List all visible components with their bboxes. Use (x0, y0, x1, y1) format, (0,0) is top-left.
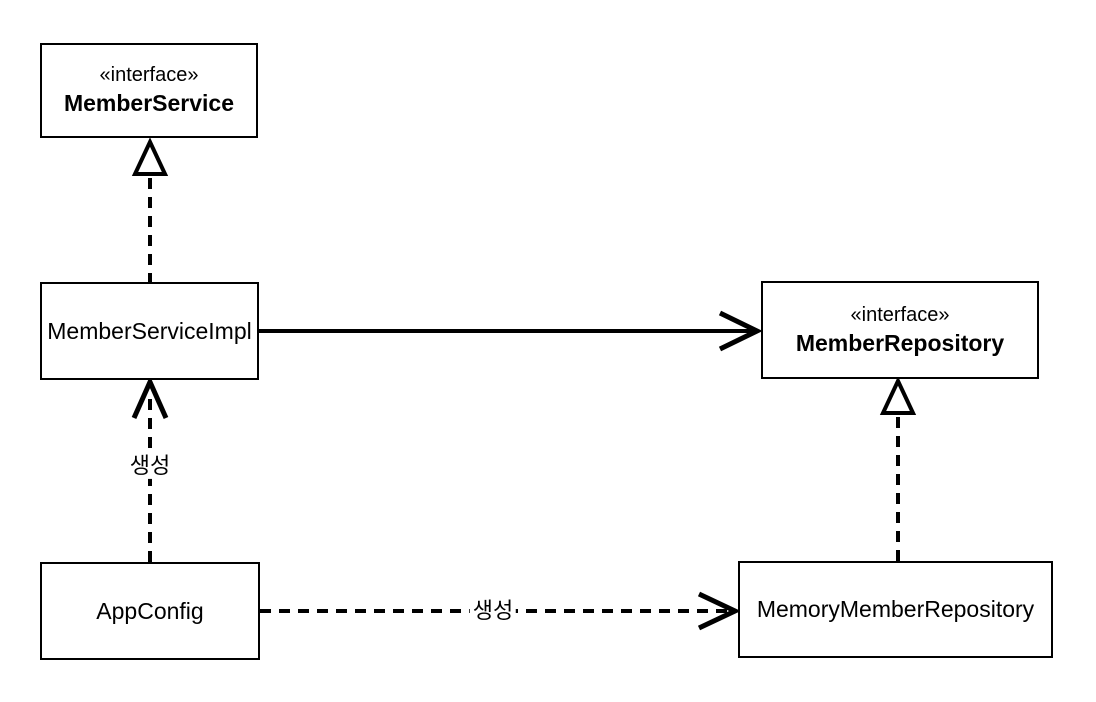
class-name: MemberService (63, 90, 235, 117)
hollow-triangle-arrowhead (879, 376, 917, 415)
class-box-member-service: «interface» MemberService (40, 43, 258, 138)
realization-arrow-memorymemberrepository-to-memberrepository (879, 376, 917, 561)
realization-arrow-memberserviceimpl-to-memberservice (131, 137, 169, 284)
hollow-triangle-arrowhead (131, 137, 169, 176)
open-arrowhead (718, 310, 763, 352)
class-name: MemberRepository (795, 329, 1005, 356)
class-box-member-service-impl: MemberServiceImpl (40, 282, 259, 380)
class-box-memory-member-repository: MemoryMemberRepository (738, 561, 1053, 658)
edge-label-create-vertical: 생성 (126, 452, 174, 480)
class-name: MemoryMemberRepository (756, 596, 1035, 623)
class-name: AppConfig (96, 597, 204, 624)
stereotype-label: «interface» (99, 64, 199, 87)
stereotype-label: «interface» (850, 303, 950, 326)
open-arrowhead (131, 375, 169, 420)
class-box-member-repository: «interface» MemberRepository (761, 281, 1039, 379)
class-name: MemberServiceImpl (47, 317, 252, 344)
open-arrowhead (697, 591, 741, 631)
association-arrow-memberserviceimpl-to-memberrepository (259, 310, 763, 352)
edge-label-create-horizontal: 생성 (469, 597, 517, 625)
class-box-app-config: AppConfig (40, 562, 260, 660)
